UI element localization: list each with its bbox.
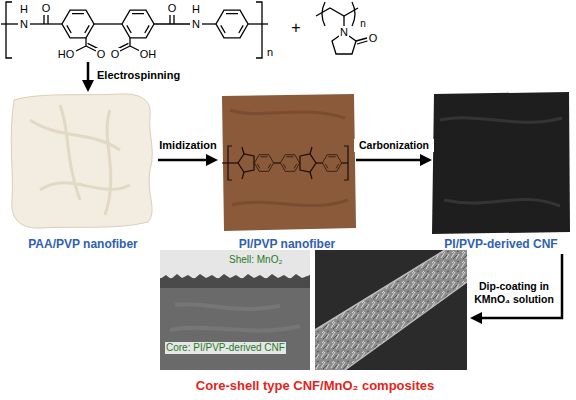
bracket (256, 2, 262, 58)
group-caption: Core-shell type CNF/MnO₂ composites (196, 379, 434, 394)
atom-label: H (191, 3, 201, 16)
imide-ring (300, 154, 316, 172)
bond (1, 23, 18, 24)
parenthesis (352, 2, 355, 26)
bracket (344, 146, 348, 180)
panel-title: PI/PVP nanofiber (239, 238, 335, 252)
benzene-ring (62, 10, 94, 38)
benzene-ring (216, 10, 248, 38)
atom-label: HO (57, 48, 76, 61)
atom-label: + (290, 19, 301, 37)
edge-label: Dip-coating in KMnO₄ solution (472, 280, 556, 305)
sem-core (160, 250, 310, 370)
edge-label: Carbonization (354, 139, 434, 152)
benzene-ring (254, 155, 273, 172)
edge-label: Electrospinning (97, 69, 180, 82)
photo-panel: PI/PVP nanofiber (218, 92, 356, 254)
double-bond (356, 38, 368, 44)
fabric-wrinkles (230, 110, 348, 206)
bond (274, 162, 281, 163)
bond (342, 162, 348, 163)
atom-label: O (368, 32, 379, 45)
double-bond (44, 15, 48, 24)
sem-cross-section (160, 250, 310, 370)
bond (202, 23, 216, 24)
carboxyl-bonds (76, 38, 98, 51)
atom-label: N (19, 18, 29, 31)
chemical-structure: HNOHOOOOHOHNn+nNO (0, 0, 385, 62)
white-fabric (11, 94, 152, 228)
process-arrow (87, 62, 90, 84)
bond (154, 23, 190, 24)
edge-label: Imidization (158, 139, 218, 152)
sem-background (160, 250, 310, 278)
bracket (6, 2, 12, 58)
sem-fiber-edge (315, 250, 467, 370)
atom-label: O (167, 2, 178, 15)
sem-surface (315, 250, 467, 370)
carboxyl-bonds (118, 38, 140, 51)
sem-fiber (315, 250, 467, 370)
double-bond (170, 15, 174, 24)
carbonyl (310, 147, 312, 179)
callout-label: Core: PI/PVP-derived CNF (165, 342, 286, 354)
atom-label: N (191, 18, 201, 31)
bond (248, 23, 268, 24)
bond (343, 16, 344, 26)
cnf-photo (432, 92, 570, 234)
sem-panel: Shell: MnO₂ Core: PI/PVP-derived CNF (160, 250, 310, 370)
sem-background (315, 250, 467, 370)
bond (30, 23, 62, 24)
bond (316, 162, 322, 163)
brown-fabric (222, 94, 356, 231)
atom-label: O (41, 2, 52, 15)
benzene-ring (280, 155, 299, 172)
fabric-wrinkles (440, 118, 562, 206)
photo-panel: PI/PVP-derived CNF (432, 92, 570, 254)
composite-group: Shell: MnO₂ Core: PI/PVP-derived CNF Core-… (160, 250, 470, 396)
atom-label: H (19, 3, 29, 16)
benzene-ring (122, 10, 154, 38)
parenthesis (322, 2, 325, 26)
polyimide-structure (222, 146, 348, 180)
bond (222, 162, 238, 163)
atom-label: O (96, 48, 107, 61)
pi-pvp-photo (222, 94, 356, 231)
paa-pvp-photo (11, 94, 152, 228)
atom-label: n (359, 18, 367, 30)
atom-label: n (266, 46, 274, 59)
black-fabric (432, 92, 570, 234)
photo-panel: PAA/PVP nanofiber (8, 92, 158, 254)
panel-title: PAA/PVP nanofiber (28, 238, 138, 252)
atom-label: O (110, 48, 121, 61)
pvp-structure (316, 2, 368, 54)
callout-label: Shell: MnO₂ (228, 254, 283, 266)
process-arrow (356, 159, 424, 162)
pyrrolidone-ring (332, 36, 356, 54)
imide-ring (238, 154, 254, 172)
carbonyl (242, 147, 244, 179)
paa-structure (1, 2, 268, 58)
process-arrow (158, 159, 210, 162)
bond (94, 23, 122, 24)
atom-label: N (339, 26, 349, 39)
atom-label: OH (139, 48, 158, 61)
sem-texture (170, 304, 300, 331)
fabric-wrinkles (30, 105, 130, 215)
benzene-ring (322, 155, 341, 172)
sem-shell-layer (160, 274, 310, 288)
panel-title: PI/PVP-derived CNF (444, 238, 557, 252)
